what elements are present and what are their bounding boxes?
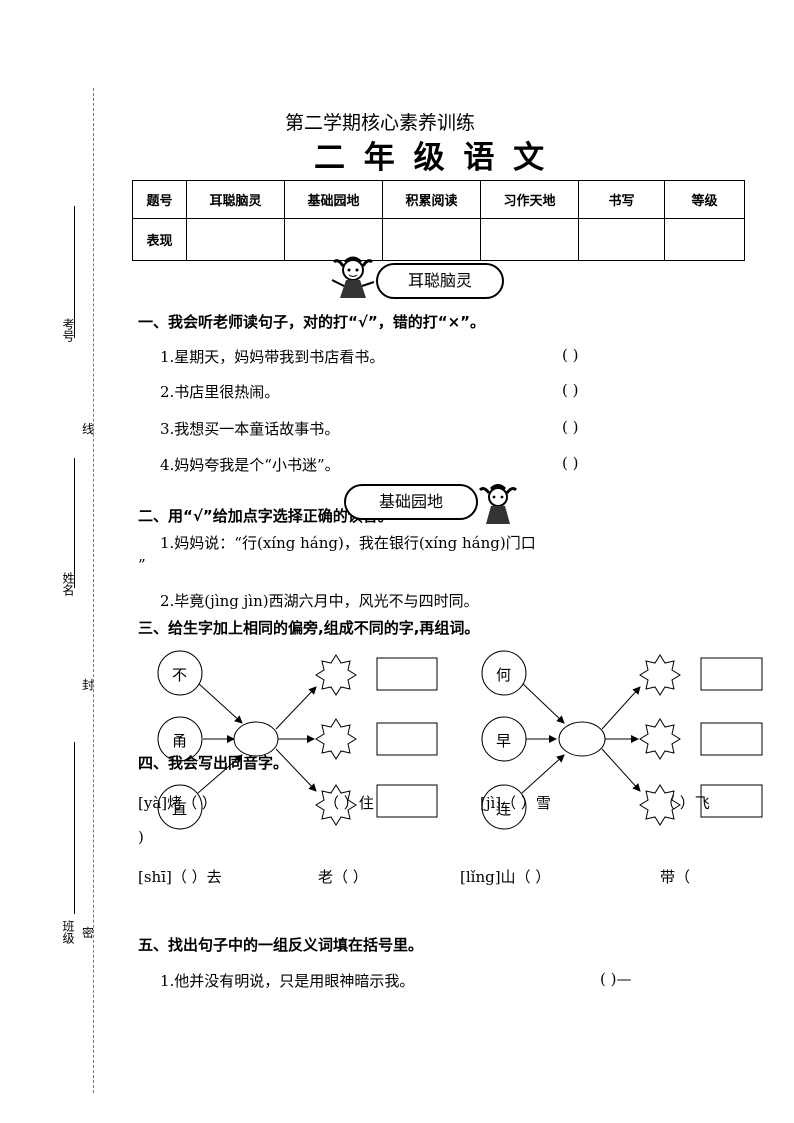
score-cell[interactable] [480, 218, 579, 261]
char-zao: 早 [496, 732, 512, 750]
s5-answer-paren[interactable]: ( )— [600, 970, 632, 988]
s2-line-1b: ” [138, 556, 146, 574]
word-box[interactable] [700, 722, 763, 756]
s4-r1-4: （ ）飞 [660, 794, 710, 812]
s4-r2-2: 老（ ） [318, 868, 368, 886]
s4-r2-4: 带（ [660, 868, 691, 886]
s4-r1-1: [yà]烤（ ） [138, 794, 217, 812]
score-header-5: 书写 [578, 180, 665, 219]
score-cell[interactable] [186, 218, 285, 261]
radical-blank-circle[interactable] [233, 721, 279, 757]
char-zhi: 直 [172, 800, 188, 818]
star-blank[interactable] [315, 784, 357, 826]
char-he: 何 [496, 666, 512, 684]
section5-title: 五、找出句子中的一组反义词填在括号里。 [138, 936, 424, 954]
star-blank[interactable] [315, 718, 357, 760]
left-diagram [157, 650, 438, 830]
score-cell[interactable] [664, 218, 745, 261]
s4-r1-2: （ ）住 [324, 794, 374, 812]
page-subtitle: 第二学期核心素养训练 [285, 112, 476, 134]
s1-item-2: 2.书店里很热闹。 [160, 383, 280, 401]
char-lian: 连 [496, 800, 512, 818]
score-header-1: 耳聪脑灵 [186, 180, 285, 219]
star-blank[interactable] [639, 718, 681, 760]
score-cell[interactable] [382, 218, 481, 261]
s1-item-1: 1.星期天，妈妈带我到书店看书。 [160, 348, 385, 366]
star-blank[interactable] [315, 654, 357, 696]
cartoon-girl-icon [478, 484, 518, 524]
section4-title: 四、我会写出同音字。 [138, 754, 289, 772]
s1-item-4: 4.妈妈夸我是个“小书迷”。 [160, 456, 340, 474]
s1-answer-paren-1[interactable]: ( ) [562, 346, 579, 364]
word-box[interactable] [700, 784, 763, 818]
radical-diagram [157, 650, 763, 830]
star-blank[interactable] [639, 784, 681, 826]
side-underline-xingming [74, 458, 75, 588]
score-table: 题号 耳聪脑灵 基础园地 积累阅读 习作天地 书写 等级 表现 [132, 180, 745, 261]
section-badge-jichu: 基础园地 [344, 484, 478, 520]
word-box[interactable] [376, 784, 438, 818]
star-blank[interactable] [639, 654, 681, 696]
cartoon-girl-icon [331, 256, 375, 298]
s1-item-3: 3.我想买一本童话故事书。 [160, 420, 340, 438]
s5-line-1: 1.他并没有明说，只是用眼神暗示我。 [160, 972, 415, 990]
side-underline-kaohao [74, 206, 75, 338]
score-cell[interactable] [578, 218, 665, 261]
side-label-xian: 线 [82, 422, 95, 436]
s4-r1-3: [jì]（ ）雪 [480, 794, 551, 812]
s2-line-1: 1.妈妈说：“行(xíng háng)，我在银行(xíng háng)门口 [160, 534, 536, 552]
score-header-2: 基础园地 [284, 180, 383, 219]
word-box[interactable] [376, 657, 438, 691]
score-header-3: 积累阅读 [382, 180, 481, 219]
binding-dashed-line [93, 88, 94, 1093]
side-label-xingming: 姓名 [61, 572, 75, 596]
section-badge-ercong: 耳聪脑灵 [376, 263, 504, 299]
s1-answer-paren-4[interactable]: ( ) [562, 454, 579, 472]
s4-r2-3: [lǐng]山（ ） [460, 868, 551, 886]
right-diagram [481, 650, 763, 830]
page-title: 二 年 级 语 文 [314, 140, 549, 176]
word-box[interactable] [700, 657, 763, 691]
char-yong: 甬 [172, 732, 188, 750]
side-label-feng: 封 [82, 678, 95, 692]
s1-answer-paren-2[interactable]: ( ) [562, 381, 579, 399]
s2-line-2: 2.毕竟(jìng jìn)西湖六月中，风光不与四时同。 [160, 592, 479, 610]
side-label-kaohao: 考号 [61, 318, 75, 342]
side-label-banji: 班级 [61, 920, 75, 944]
s4-r2-1: [shī]（ ）去 [138, 868, 222, 886]
side-label-mi: 密 [82, 926, 95, 940]
score-header-6: 等级 [664, 180, 745, 219]
score-header-tihao: 题号 [132, 180, 187, 219]
word-box[interactable] [376, 722, 438, 756]
score-header-4: 习作天地 [480, 180, 579, 219]
section3-title: 三、给生字加上相同的偏旁,组成不同的字,再组词。 [138, 619, 480, 637]
char-bu: 不 [172, 666, 188, 684]
radical-blank-circle[interactable] [558, 721, 606, 757]
score-cell[interactable] [284, 218, 383, 261]
s1-answer-paren-3[interactable]: ( ) [562, 418, 579, 436]
side-underline-banji [74, 742, 75, 914]
score-row-label: 表现 [132, 218, 187, 261]
s4-r1-cont: ) [138, 828, 144, 846]
section1-title: 一、我会听老师读句子，对的打“√”，错的打“×”。 [138, 313, 486, 331]
section2-title: 二、用“√”给加点字选择正确的读音。 [138, 507, 393, 525]
